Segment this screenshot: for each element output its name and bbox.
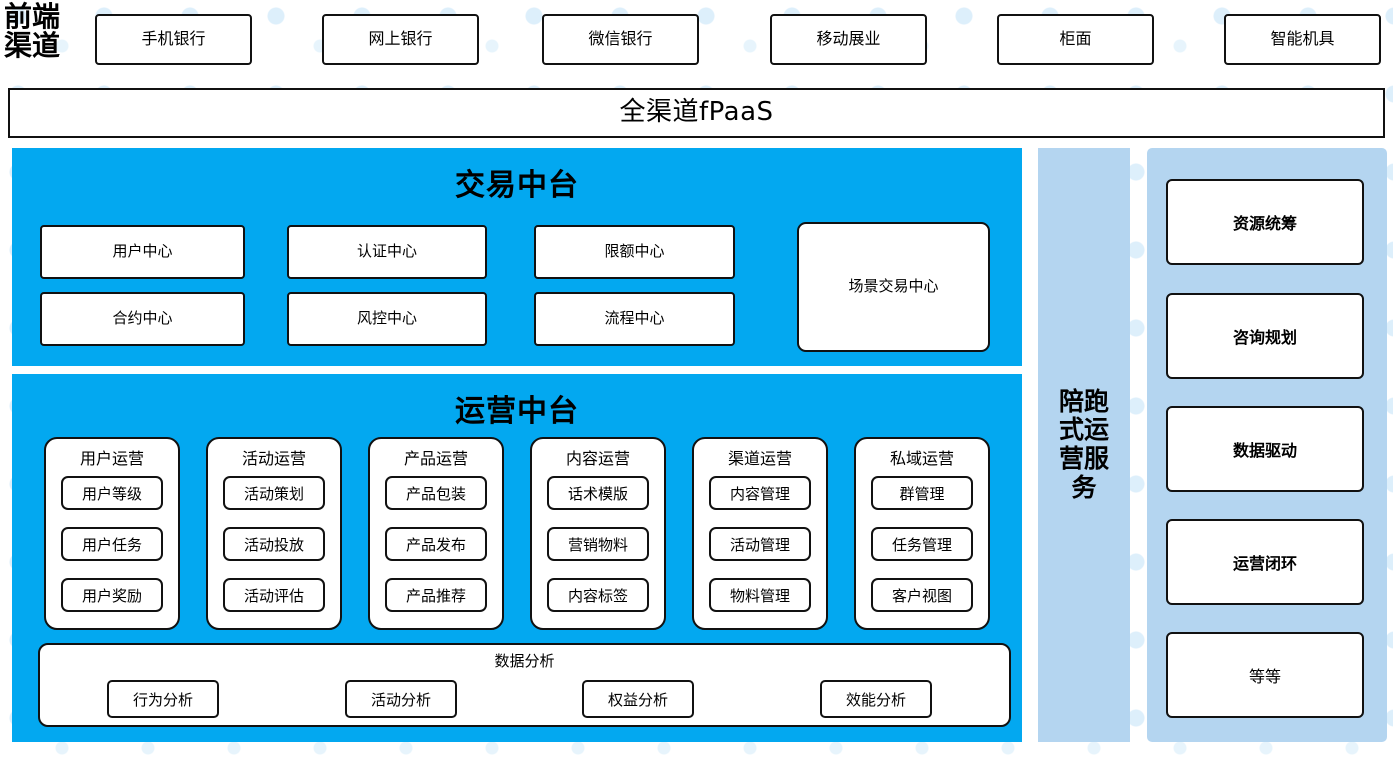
op-group-title: 私域运营 bbox=[889, 449, 954, 468]
op-item-group-management[interactable]: 群管理 bbox=[871, 476, 973, 510]
tx-box-limit-center[interactable]: 限额中心 bbox=[534, 225, 735, 279]
data-analysis-panel: 数据分析 行为分析 活动分析 权益分析 效能分析 bbox=[38, 643, 1011, 727]
op-group-title: 产品运营 bbox=[403, 449, 468, 468]
op-group-title: 用户运营 bbox=[79, 449, 144, 468]
service-column-label: 陪跑式运营服务 bbox=[1058, 386, 1109, 502]
op-item-product-packaging[interactable]: 产品包装 bbox=[385, 476, 487, 510]
rp-box-resource-coordination[interactable]: 资源统筹 bbox=[1166, 179, 1364, 265]
op-item-content-tag[interactable]: 内容标签 bbox=[547, 578, 649, 612]
rp-box-data-driven[interactable]: 数据驱动 bbox=[1166, 406, 1364, 492]
operation-center-title: 运营中台 bbox=[455, 394, 579, 429]
op-group-title: 活动运营 bbox=[241, 449, 306, 468]
op-item-script-template[interactable]: 话术模版 bbox=[547, 476, 649, 510]
op-item-campaign-management[interactable]: 活动管理 bbox=[709, 527, 811, 561]
da-item-efficiency-analysis[interactable]: 效能分析 bbox=[820, 680, 932, 718]
channel-box-mobile-business[interactable]: 移动展业 bbox=[770, 14, 927, 65]
channel-box-online-bank[interactable]: 网上银行 bbox=[322, 14, 479, 65]
op-item-campaign-planning[interactable]: 活动策划 bbox=[223, 476, 325, 510]
op-item-customer-view[interactable]: 客户视图 bbox=[871, 578, 973, 612]
op-item-campaign-evaluation[interactable]: 活动评估 bbox=[223, 578, 325, 612]
op-item-content-management[interactable]: 内容管理 bbox=[709, 476, 811, 510]
op-item-product-recommendation[interactable]: 产品推荐 bbox=[385, 578, 487, 612]
da-item-benefit-analysis[interactable]: 权益分析 bbox=[582, 680, 694, 718]
da-item-campaign-analysis[interactable]: 活动分析 bbox=[345, 680, 457, 718]
fpaas-bar[interactable]: 全渠道fPaaS bbox=[8, 88, 1385, 138]
channel-box-smart-machine[interactable]: 智能机具 bbox=[1224, 14, 1381, 65]
front-channel-label-line1: 前端 bbox=[4, 0, 61, 33]
op-item-marketing-material[interactable]: 营销物料 bbox=[547, 527, 649, 561]
tx-box-riskcontrol-center[interactable]: 风控中心 bbox=[287, 292, 487, 346]
op-item-user-reward[interactable]: 用户奖励 bbox=[61, 578, 163, 612]
front-channel-label-line2: 渠道 bbox=[4, 29, 61, 63]
right-service-panel: 资源统筹 咨询规划 数据驱动 运营闭环 等等 bbox=[1147, 148, 1387, 742]
service-column: 陪跑式运营服务 bbox=[1038, 148, 1130, 742]
channel-box-counter[interactable]: 柜面 bbox=[997, 14, 1154, 65]
tx-box-user-center[interactable]: 用户中心 bbox=[40, 225, 245, 279]
op-item-task-management[interactable]: 任务管理 bbox=[871, 527, 973, 561]
rp-box-etc[interactable]: 等等 bbox=[1166, 632, 1364, 718]
channel-box-mobile-bank[interactable]: 手机银行 bbox=[95, 14, 252, 65]
op-group-title: 内容运营 bbox=[565, 449, 630, 468]
op-item-campaign-delivery[interactable]: 活动投放 bbox=[223, 527, 325, 561]
transaction-center-title: 交易中台 bbox=[455, 168, 579, 203]
tx-box-scene-transaction-center[interactable]: 场景交易中心 bbox=[797, 222, 990, 352]
tx-box-process-center[interactable]: 流程中心 bbox=[534, 292, 735, 346]
op-item-material-management[interactable]: 物料管理 bbox=[709, 578, 811, 612]
front-channel-label: 前端 渠道 bbox=[4, 2, 82, 61]
data-analysis-title: 数据分析 bbox=[494, 652, 555, 670]
rp-box-consulting-planning[interactable]: 咨询规划 bbox=[1166, 293, 1364, 379]
rp-box-operation-closed-loop[interactable]: 运营闭环 bbox=[1166, 519, 1364, 605]
da-item-behavior-analysis[interactable]: 行为分析 bbox=[107, 680, 219, 718]
channel-box-wechat-bank[interactable]: 微信银行 bbox=[542, 14, 699, 65]
op-item-user-task[interactable]: 用户任务 bbox=[61, 527, 163, 561]
tx-box-auth-center[interactable]: 认证中心 bbox=[287, 225, 487, 279]
op-group-title: 渠道运营 bbox=[727, 449, 792, 468]
op-item-user-level[interactable]: 用户等级 bbox=[61, 476, 163, 510]
tx-box-contract-center[interactable]: 合约中心 bbox=[40, 292, 245, 346]
op-item-product-release[interactable]: 产品发布 bbox=[385, 527, 487, 561]
